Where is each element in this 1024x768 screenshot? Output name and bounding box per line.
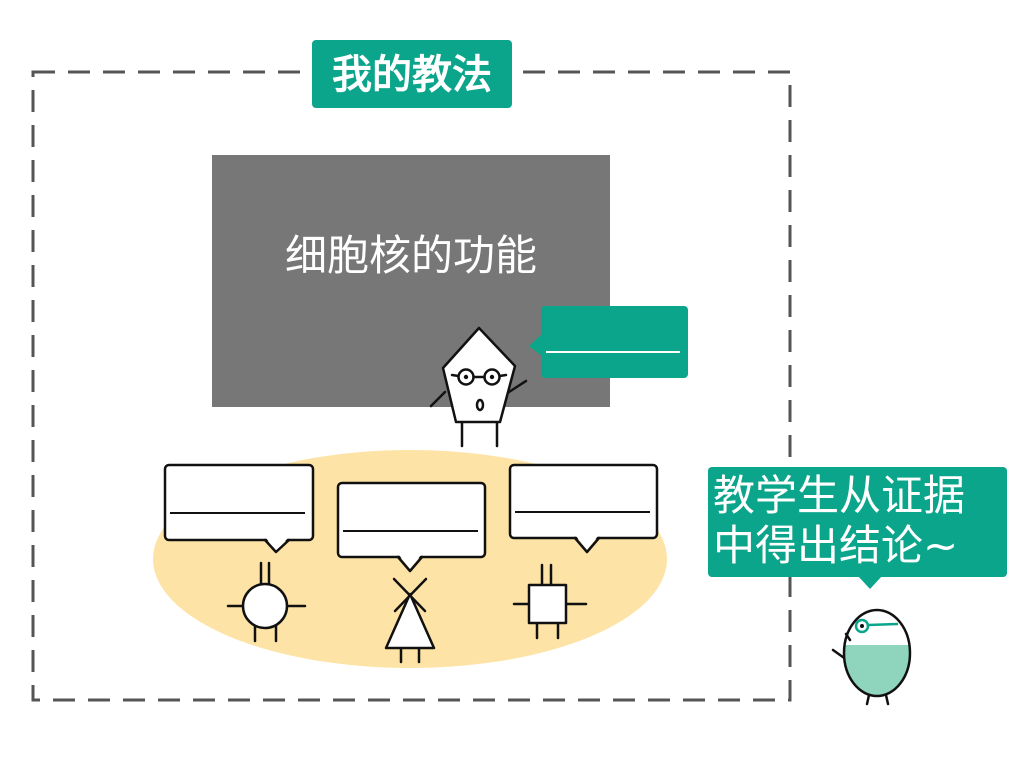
blackboard-title: 细胞核的功能 — [285, 231, 537, 280]
student-bubble-1 — [163, 463, 315, 554]
callout-pointer — [858, 576, 882, 589]
section-label-text: 我的教法 — [332, 52, 492, 98]
student-square-icon — [512, 563, 588, 640]
section-label: 我的教法 — [312, 40, 512, 108]
callout-line-2: 中得出结论~ — [713, 521, 958, 570]
teacher-bubble-body — [541, 306, 688, 378]
student-bubble-2 — [336, 481, 487, 573]
conclusion-callout: 教学生从证据 中得出结论~ — [708, 467, 1007, 589]
callout-background — [708, 467, 1007, 577]
student-triangle-icon — [384, 577, 436, 664]
callout-line-1: 教学生从证据 — [713, 471, 965, 520]
student-circle-icon — [226, 561, 307, 643]
section-label-background — [312, 40, 512, 108]
student-bubble-3 — [508, 463, 659, 554]
teacher-pentagon-icon — [429, 326, 528, 448]
teacher-bubble-pointer — [529, 334, 542, 356]
teacher-speech-bubble — [529, 306, 688, 378]
narrator-egg-icon — [831, 608, 912, 706]
dashed-frame — [31, 70, 792, 702]
